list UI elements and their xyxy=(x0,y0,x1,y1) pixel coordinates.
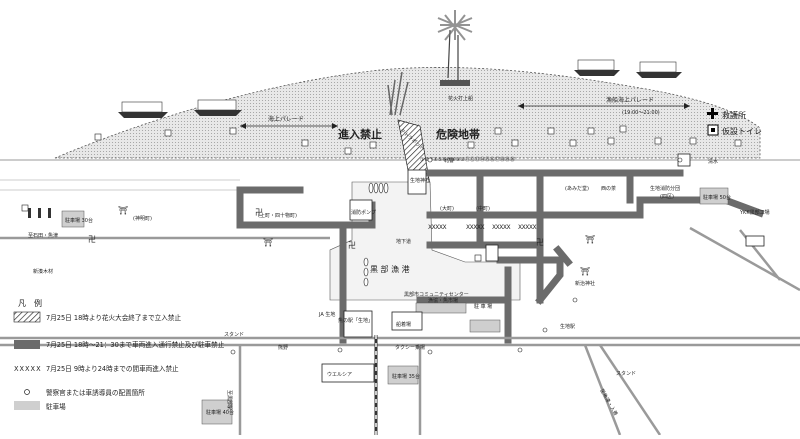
label-shinagawa: 至魚津・入善 xyxy=(598,388,619,417)
boat-west-2 xyxy=(194,99,242,116)
label-kaigan: (あみだ堂) xyxy=(565,185,589,192)
label-taxi: タクシー乗場 xyxy=(395,344,425,351)
label-shrine: 新治神社 xyxy=(575,280,595,287)
harbor-label: 黒 部 漁 港 xyxy=(370,264,410,274)
bollards xyxy=(363,182,389,287)
firework-launch-tree xyxy=(437,10,473,86)
gate-markers xyxy=(28,208,51,218)
buildings xyxy=(321,153,765,383)
parade-east-label: 漁船海上パレード xyxy=(606,96,654,104)
label-ishida: 至石田・魚津 xyxy=(28,232,58,239)
boat-east-2 xyxy=(636,61,682,78)
boat-west-1 xyxy=(118,101,168,118)
label-ykk: YKK黒部工場 xyxy=(739,209,770,216)
no-vehicle-line: XXXXX xyxy=(428,224,446,231)
label-ogishi: (大町) xyxy=(440,205,454,212)
label-parking-40: 駐車場 40台 xyxy=(206,409,234,416)
label-kiyomizu-shrine: 生地神社 xyxy=(410,177,430,184)
label-stand-w: スタンド xyxy=(224,331,244,338)
boat-east-1 xyxy=(574,59,620,76)
label-ueda: (上町・四十物町) xyxy=(258,212,297,219)
label-nakacho: (中町) xyxy=(476,205,490,212)
no-vehicle-line-4: XXXXX xyxy=(518,224,536,231)
label-kurobe-sta: 至黒部駅 xyxy=(226,390,233,410)
legend-item1: 7月25日 18時より花火大会終了まで立入禁止 xyxy=(46,313,181,322)
firework-launch-label: 花火打上船 xyxy=(448,95,473,102)
label-ikiyoshi: 生地駅 xyxy=(560,323,575,330)
label-wellcia: ウエルシア xyxy=(327,371,352,378)
label-police: 北警 xyxy=(444,157,454,164)
legend-swatch-circle xyxy=(24,389,30,395)
sea-area xyxy=(54,67,761,159)
legend-item5: 駐車場 xyxy=(46,402,66,411)
temple-symbols: 卍 卍 卍 卍 ⛩ ⛩ ⛩ ⛩ xyxy=(88,206,595,276)
svg-text:卍: 卍 xyxy=(348,241,356,250)
label-ja: JA 生地 xyxy=(318,311,335,318)
svg-text:⛩: ⛩ xyxy=(580,267,590,276)
svg-text:卍: 卍 xyxy=(536,238,544,247)
legend-swatch-x: XXXXX xyxy=(14,365,42,373)
label-fishing-union: 漁協・魚市場 xyxy=(428,297,458,304)
svg-text:卍: 卍 xyxy=(255,208,263,217)
label-shinkawa: 新湊木材 xyxy=(33,268,53,275)
no-entry-label: 進入禁止 xyxy=(338,127,382,141)
svg-text:⛩: ⛩ xyxy=(585,235,595,244)
danger-zone-label: 危険地帯 xyxy=(435,127,480,141)
label-yasaka: (四区) xyxy=(660,194,674,200)
legend: 凡 例 7月25日 18時より花火大会終了まで立入禁止 7月25日 18時〜21… xyxy=(13,298,225,411)
first-aid-key xyxy=(707,108,718,119)
svg-text:⛩: ⛩ xyxy=(263,238,273,247)
legend-item4: 警察官または車誘導員の配置箇所 xyxy=(46,388,145,397)
parade-west-label: 海上パレード xyxy=(268,115,304,123)
parade-west-arrow xyxy=(240,123,338,129)
legend-swatch-hatch xyxy=(13,311,41,323)
label-kumano: 熊野 xyxy=(278,344,288,351)
guide-markers xyxy=(230,157,683,355)
number-gauge: ①②③④⑤⑥⑦⑧⑨⑩⑪⑫⑬⑭⑮⑯⑰⑱⑲⑳ xyxy=(420,156,515,163)
legend-item2: 7月25日 18時〜21：30まで車両進入通行禁止及び駐車禁止 xyxy=(46,340,225,349)
legend-title: 凡 例 xyxy=(18,298,42,308)
parade-east-arrow xyxy=(518,103,690,109)
label-parking-50: 駐車場 50台 xyxy=(703,194,731,201)
regular-roads xyxy=(0,226,800,436)
svg-text:⛩: ⛩ xyxy=(118,206,128,215)
no-vehicle-line-2: XXXXX xyxy=(466,224,484,231)
label-shimizu: 清水 xyxy=(708,158,718,165)
legend-swatch-dark xyxy=(14,340,40,349)
label-shinmachi: (神明町) xyxy=(133,215,152,222)
label-nishi: 西の茶 xyxy=(601,185,616,192)
svg-text:卍: 卍 xyxy=(88,235,96,244)
label-fire-station: 生地消防分団 xyxy=(650,185,680,192)
label-ferry: 船着場 xyxy=(396,321,411,328)
reed-illustration xyxy=(387,71,409,116)
no-vehicle-line-3: XXXXX xyxy=(492,224,510,231)
parking-lots xyxy=(61,187,729,425)
parade-time-label: (19:00〜21:00) xyxy=(622,110,660,116)
label-parking-30: 駐車場 30台 xyxy=(65,217,93,224)
legend-item3: 7月25日 9時より24時までの間車両進入禁止 xyxy=(46,364,179,373)
label-community: 黒部市コミュニティセンター xyxy=(404,291,469,298)
legend-swatch-parking xyxy=(14,401,40,410)
label-parking-35: 駐車場 35台 xyxy=(392,373,420,380)
toilet-icon xyxy=(707,124,719,136)
label-store: 魚の駅「生地」 xyxy=(338,317,373,324)
label-stand-e: スタンド xyxy=(616,370,636,377)
label-parking-harbor: 駐 車 場 xyxy=(474,303,492,310)
first-aid-label: 救護所 xyxy=(722,110,746,120)
toilet-label: 仮設トイレ xyxy=(722,126,762,136)
label-gate: 地下道 xyxy=(396,238,411,245)
closed-roads xyxy=(236,169,765,344)
label-fire-pump: 消防ポンプ xyxy=(351,209,376,216)
